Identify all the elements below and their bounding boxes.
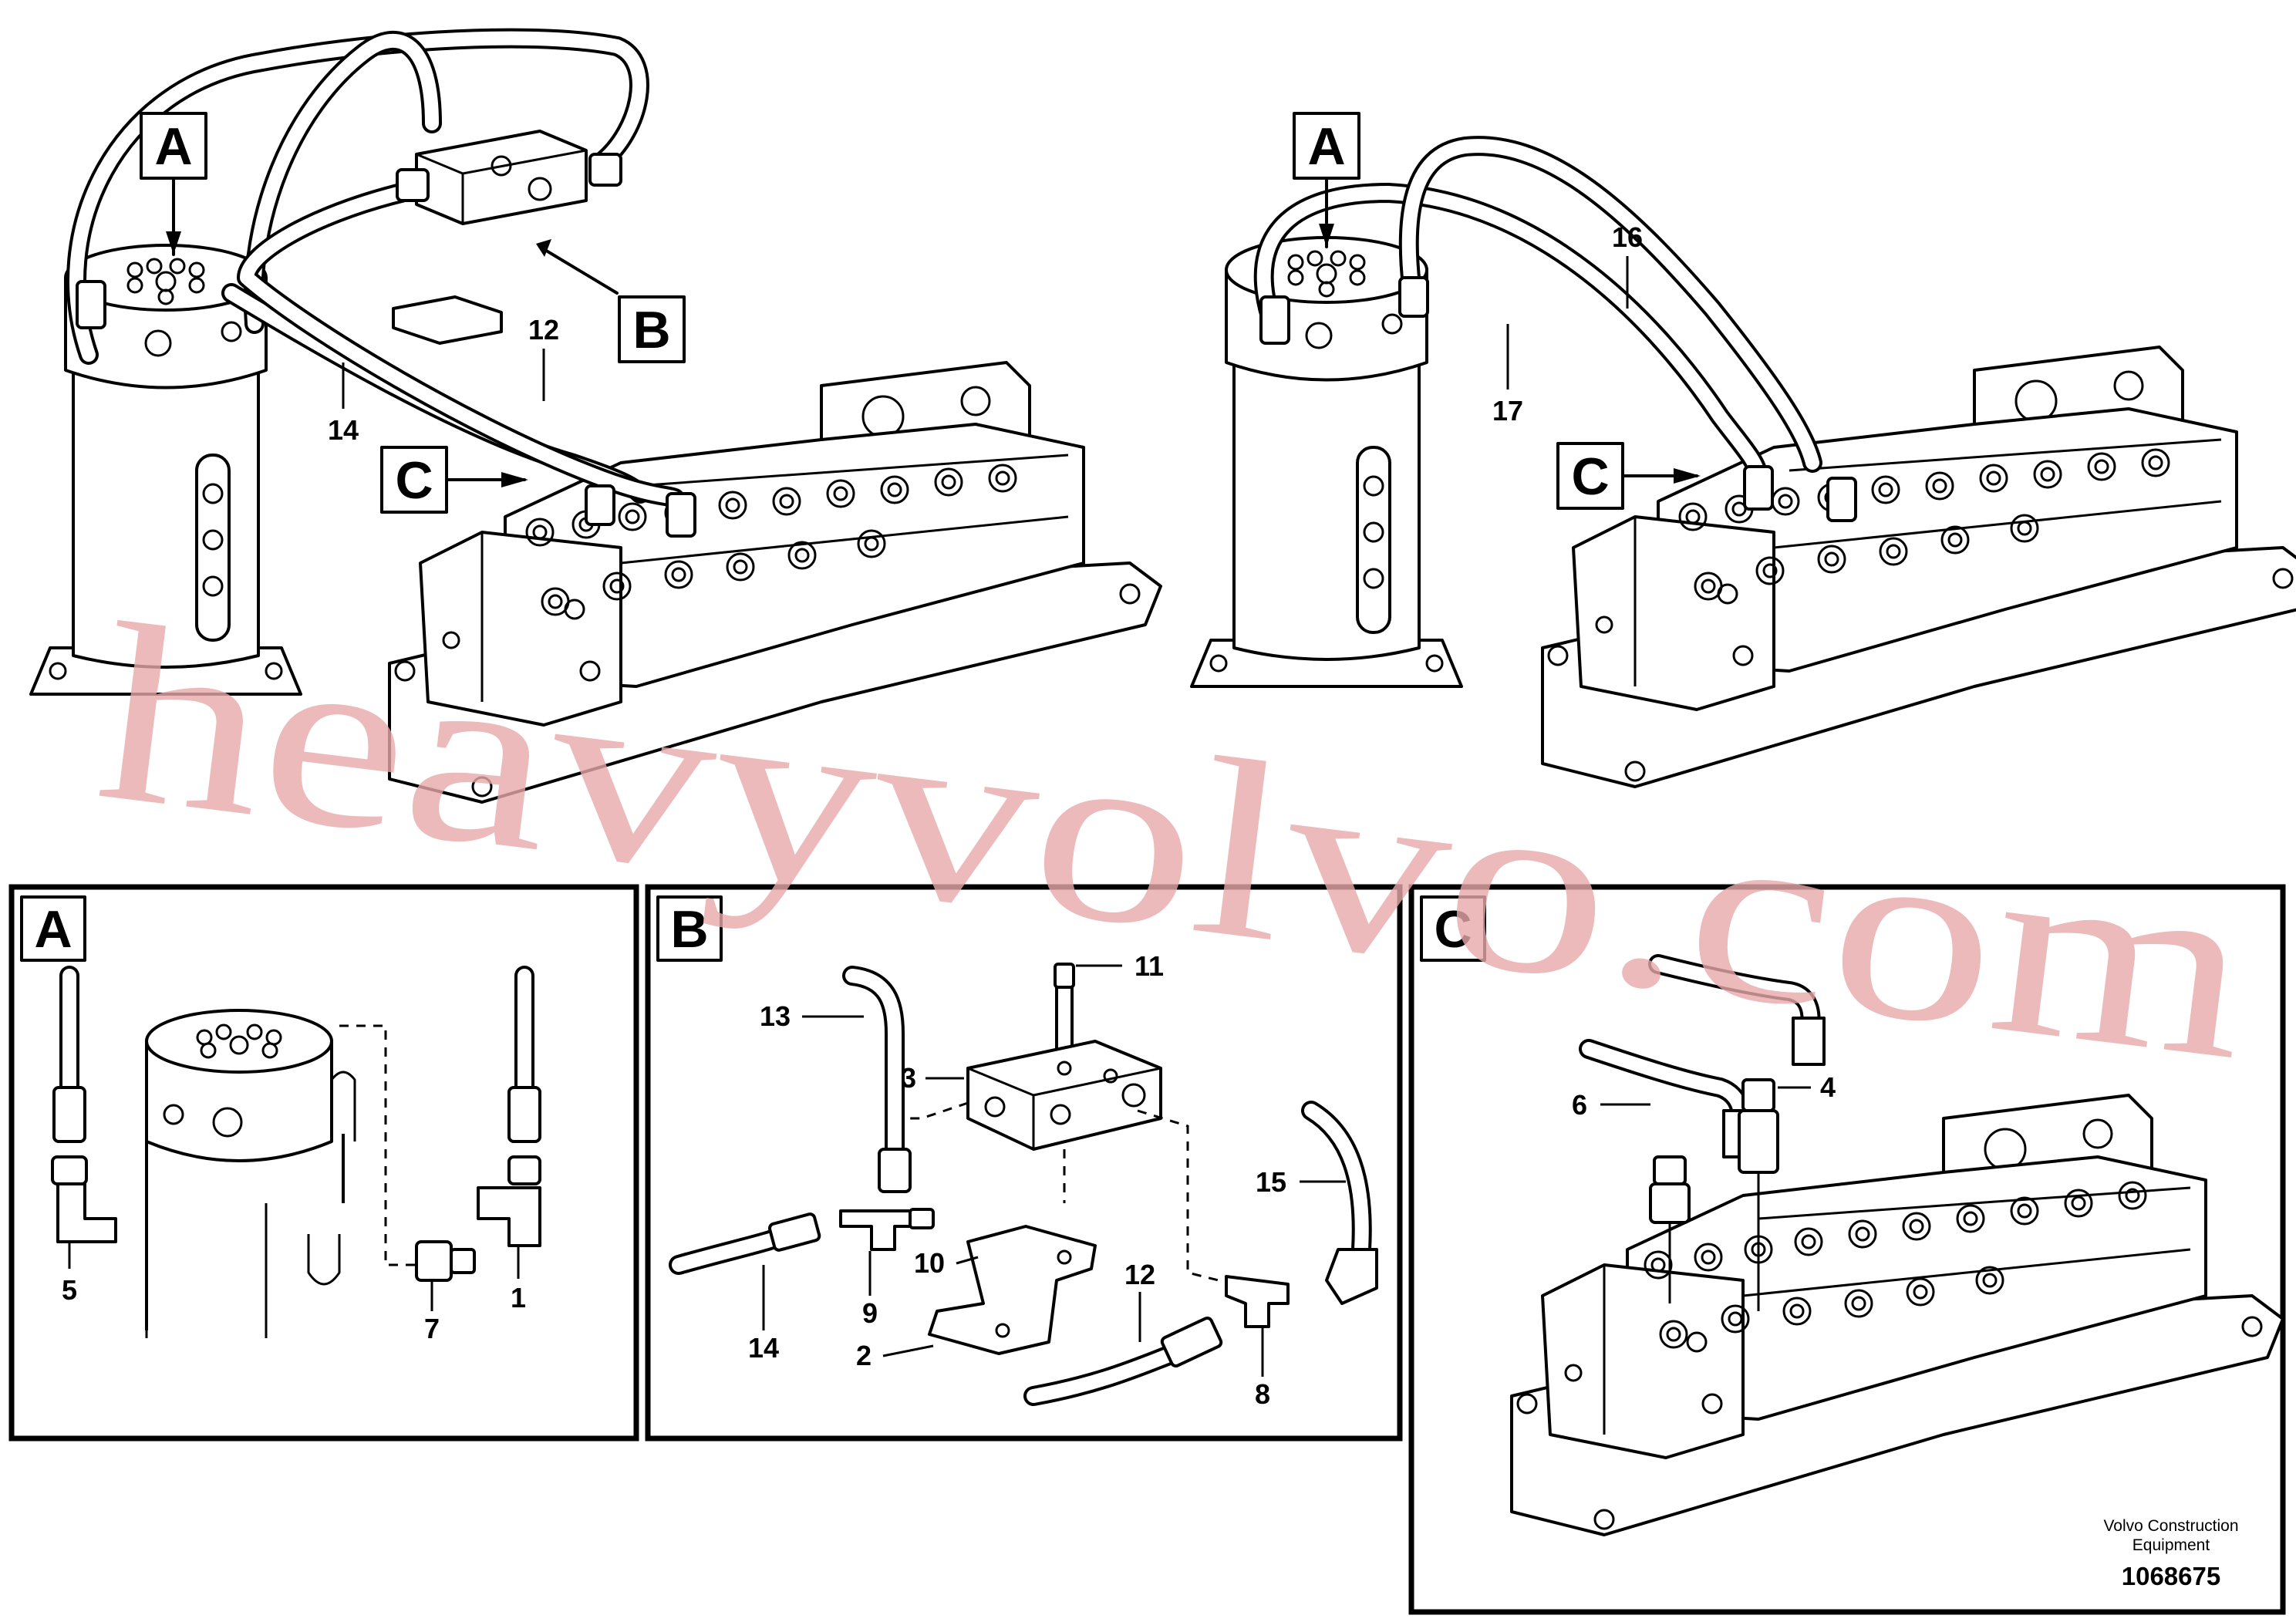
panel-title: C <box>1434 900 1472 959</box>
svg-text:6: 6 <box>1572 1089 1587 1121</box>
detail-panel-c: C 4 6 Volvo Con <box>1408 884 2286 1615</box>
part-label-13: 13 <box>760 1000 864 1032</box>
part-label-11: 11 <box>1076 950 1164 982</box>
svg-text:7: 7 <box>424 1313 440 1344</box>
part-label-16: 16 <box>1612 221 1643 309</box>
part-label-6: 6 <box>1572 1089 1650 1121</box>
callout-box-a-right: A <box>1293 112 1360 248</box>
svg-text:15: 15 <box>1256 1166 1286 1198</box>
svg-text:10: 10 <box>914 1247 945 1279</box>
overview-left <box>29 28 1162 804</box>
control-valve-right <box>1541 346 2296 788</box>
svg-text:3: 3 <box>901 1062 916 1094</box>
callout-label: C <box>1571 447 1609 506</box>
part-label-5: 5 <box>62 1242 77 1306</box>
svg-text:4: 4 <box>1820 1071 1836 1103</box>
svg-text:2: 2 <box>856 1340 872 1371</box>
part-label-14: 14 <box>748 1265 779 1364</box>
junction-block <box>415 130 588 225</box>
svg-text:12: 12 <box>528 314 559 346</box>
svg-text:9: 9 <box>862 1297 878 1329</box>
callout-box-c-right: C <box>1556 442 1701 510</box>
callout-box-b-left: B <box>536 239 686 363</box>
company-name-line2: Equipment <box>2132 1536 2210 1554</box>
svg-text:14: 14 <box>748 1332 779 1364</box>
part-label-12: 12 <box>1124 1259 1155 1342</box>
overview-right <box>1190 136 2296 788</box>
part-label-4: 4 <box>1778 1071 1836 1103</box>
part-label-9: 9 <box>862 1251 878 1329</box>
part-label-17: 17 <box>1492 324 1523 427</box>
svg-text:17: 17 <box>1492 395 1523 427</box>
callout-label: A <box>1307 117 1345 176</box>
part-label-3: 3 <box>901 1062 964 1094</box>
part-label-7: 7 <box>424 1280 440 1344</box>
part-label-12-overview: 12 <box>528 314 559 401</box>
svg-text:1: 1 <box>511 1282 526 1313</box>
part-label-10: 10 <box>914 1247 979 1279</box>
part-label-2: 2 <box>856 1340 934 1371</box>
detail-panel-a: A 5 7 <box>8 884 639 1442</box>
callout-label: C <box>395 451 433 510</box>
drawing-number: 1068675 <box>2122 1562 2220 1590</box>
svg-text:12: 12 <box>1124 1259 1155 1290</box>
svg-text:16: 16 <box>1612 221 1643 253</box>
bracket <box>392 295 503 345</box>
svg-text:13: 13 <box>760 1000 791 1032</box>
panel-title: B <box>670 900 708 959</box>
part-label-8: 8 <box>1255 1328 1270 1410</box>
svg-text:8: 8 <box>1255 1378 1270 1410</box>
svg-text:11: 11 <box>1135 950 1164 982</box>
callout-box-c-left: C <box>380 446 528 514</box>
callout-label: A <box>154 117 192 176</box>
svg-text:14: 14 <box>328 414 359 446</box>
panel-title: A <box>34 900 72 959</box>
callout-box-a-left: A <box>140 112 207 256</box>
part-label-14-overview: 14 <box>328 363 359 446</box>
detail-panel-b: B <box>645 884 1403 1442</box>
part-label-1: 1 <box>511 1246 526 1313</box>
part-label-15: 15 <box>1256 1166 1346 1198</box>
company-name-line1: Volvo Construction <box>2103 1517 2238 1535</box>
callout-label: B <box>632 301 670 359</box>
svg-text:5: 5 <box>62 1274 77 1306</box>
